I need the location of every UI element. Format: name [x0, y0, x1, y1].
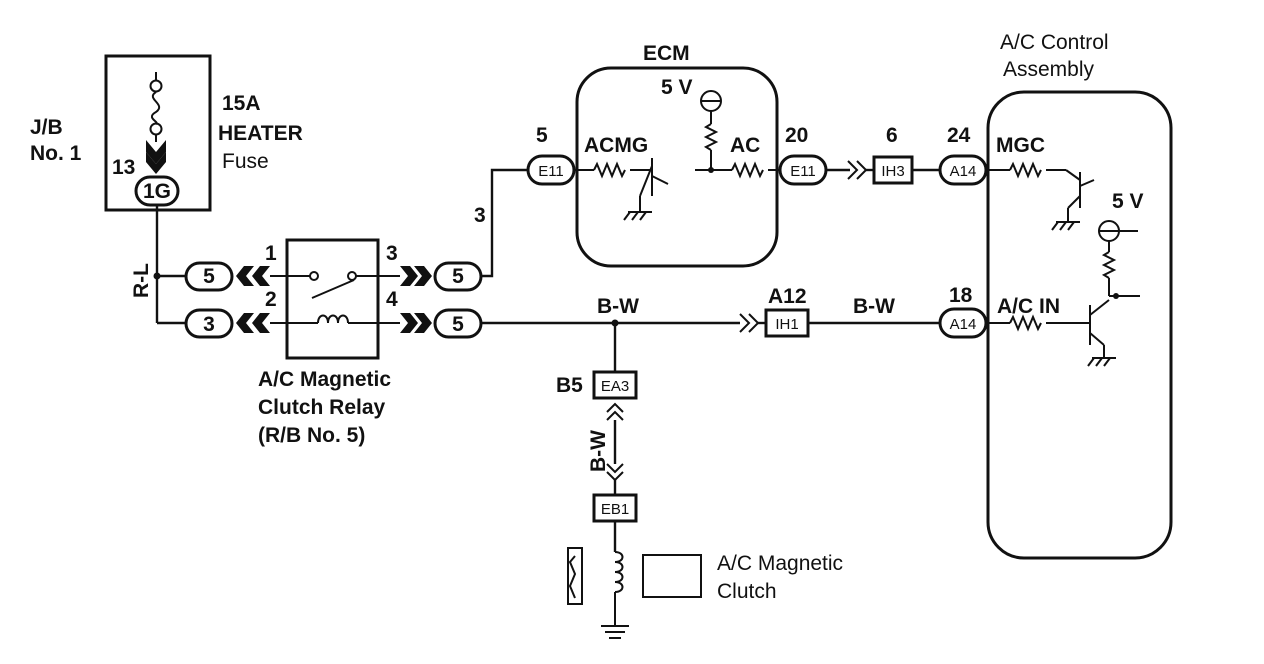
fuse-word: Fuse — [222, 150, 269, 173]
ac-control-acin-resistor — [1009, 314, 1042, 332]
ecm-connector-ac: E11 — [778, 154, 828, 186]
ecm-to-control-wire: IH3 6 — [826, 124, 940, 185]
signal-wire-bw: B-W IH1 A12 B-W — [481, 285, 940, 338]
relay-pin-3: 3 — [386, 242, 398, 265]
connector-eb1-code: EB1 — [601, 501, 629, 518]
relay-title-1: A/C Magnetic — [258, 368, 391, 391]
wire-label-3: 3 — [474, 204, 486, 227]
wire-color-bw-1: B-W — [597, 295, 639, 318]
connector-ea3-number: B5 — [556, 374, 583, 397]
connector-eb1 — [592, 493, 638, 523]
ac-control-connector-mgc-code: A14 — [950, 163, 977, 180]
relay-title-2: Clutch Relay — [258, 396, 386, 419]
connector-ih3-number: 6 — [886, 124, 898, 147]
ac-control-connector-mgc: A14 — [938, 154, 988, 186]
ac-control-supply: 5 V — [1112, 190, 1144, 213]
connector-ea3-code: EA3 — [601, 378, 629, 395]
ac-control-acin-label: A/C IN — [997, 295, 1060, 318]
heater-fuse: 15A HEATER Fuse — [146, 72, 303, 174]
ecm-title: ECM — [643, 42, 690, 65]
connector-ih1-code: IH1 — [775, 316, 798, 333]
clutch-branch-wire: EA3 B5 B-W EB1 — [556, 323, 638, 552]
ecm-ac-label: AC — [730, 134, 760, 157]
relay-coil — [317, 314, 349, 324]
connector-ea3 — [592, 370, 638, 400]
relay-output-connector-3: 5 — [400, 261, 483, 292]
relay-to-ecm-wire: 3 — [474, 168, 528, 278]
ecm-acmg-resistor — [593, 161, 626, 179]
wire-color-bw-2: B-W — [853, 295, 895, 318]
ecm-ac-pin: 20 — [785, 124, 808, 147]
connector-ih3 — [872, 155, 914, 185]
relay-pin-1: 1 — [265, 242, 277, 265]
clutch-title-2: Clutch — [717, 580, 777, 603]
junction-block-pin: 13 — [112, 156, 135, 179]
ac-control-frame — [986, 90, 1173, 560]
connector-ih1-number: A12 — [768, 285, 807, 308]
ac-control-connector-acin: A14 — [938, 307, 988, 339]
connector-1g: 1G — [134, 175, 180, 207]
ac-control-acin-pin: 18 — [949, 284, 973, 307]
junction-block: J/B No. 1 13 — [30, 54, 212, 212]
ecm-supply: 5 V — [661, 76, 693, 99]
ecm: ECM 5 V 5 ACMG 20 AC — [536, 42, 808, 268]
wire-color-rl: R-L — [130, 263, 153, 298]
ac-control-assembly: A/C Control Assembly 24 MGC 18 A/C IN 5 … — [947, 31, 1173, 560]
relay-output-connector-4: 5 — [400, 308, 483, 339]
ac-control-mgc-pin: 24 — [947, 124, 971, 147]
clutch-legend-box — [642, 554, 702, 598]
relay-connector-3-number: 5 — [452, 265, 464, 288]
junction-block-number: No. 1 — [30, 142, 82, 165]
clutch-title-1: A/C Magnetic — [717, 552, 843, 575]
relay-title-3: (R/B No. 5) — [258, 424, 365, 447]
clutch-coil — [614, 551, 624, 593]
clutch-plate-icon — [567, 547, 583, 605]
ecm-acmg-pin: 5 — [536, 124, 548, 147]
ac-control-title-1: A/C Control — [1000, 31, 1109, 54]
magnetic-clutch: A/C Magnetic Clutch — [567, 547, 843, 639]
relay-connector-4-number: 5 — [452, 313, 464, 336]
relay-frame — [285, 238, 380, 360]
ac-control-pullup-resistor — [1101, 251, 1117, 279]
ac-control-mgc-label: MGC — [996, 134, 1045, 157]
wire-color-bw-3: B-W — [587, 430, 610, 472]
connector-1g-label: 1G — [143, 180, 171, 203]
clutch-relay: 1 2 3 4 A/C Magnetic Clutch Relay (R/B N… — [258, 238, 400, 447]
ac-control-connector-acin-code: A14 — [950, 316, 977, 333]
relay-connector-1-number: 5 — [203, 265, 215, 288]
relay-pin-2: 2 — [265, 288, 277, 311]
connector-ih3-code: IH3 — [881, 163, 904, 180]
feed-wire: R-L — [130, 205, 186, 325]
ac-control-mgc-resistor — [1009, 161, 1042, 179]
ecm-acmg-label: ACMG — [584, 134, 648, 157]
ecm-connector-acmg-code: E11 — [538, 163, 564, 180]
relay-pin-4: 4 — [386, 288, 398, 311]
ecm-ac-resistor — [731, 161, 764, 179]
fuse-name: HEATER — [218, 122, 303, 145]
relay-input-connector-1: 5 — [184, 261, 270, 292]
ecm-connector-acmg: E11 — [526, 154, 576, 186]
junction-block-label: J/B — [30, 116, 63, 139]
ac-control-title-2: Assembly — [1003, 58, 1095, 81]
fuse-rating: 15A — [222, 92, 261, 115]
relay-switch-blade — [311, 279, 355, 299]
relay-input-connector-2: 3 — [184, 308, 270, 339]
ecm-pullup-resistor — [703, 123, 719, 151]
relay-connector-2-number: 3 — [203, 313, 215, 336]
ecm-connector-ac-code: E11 — [790, 163, 816, 180]
